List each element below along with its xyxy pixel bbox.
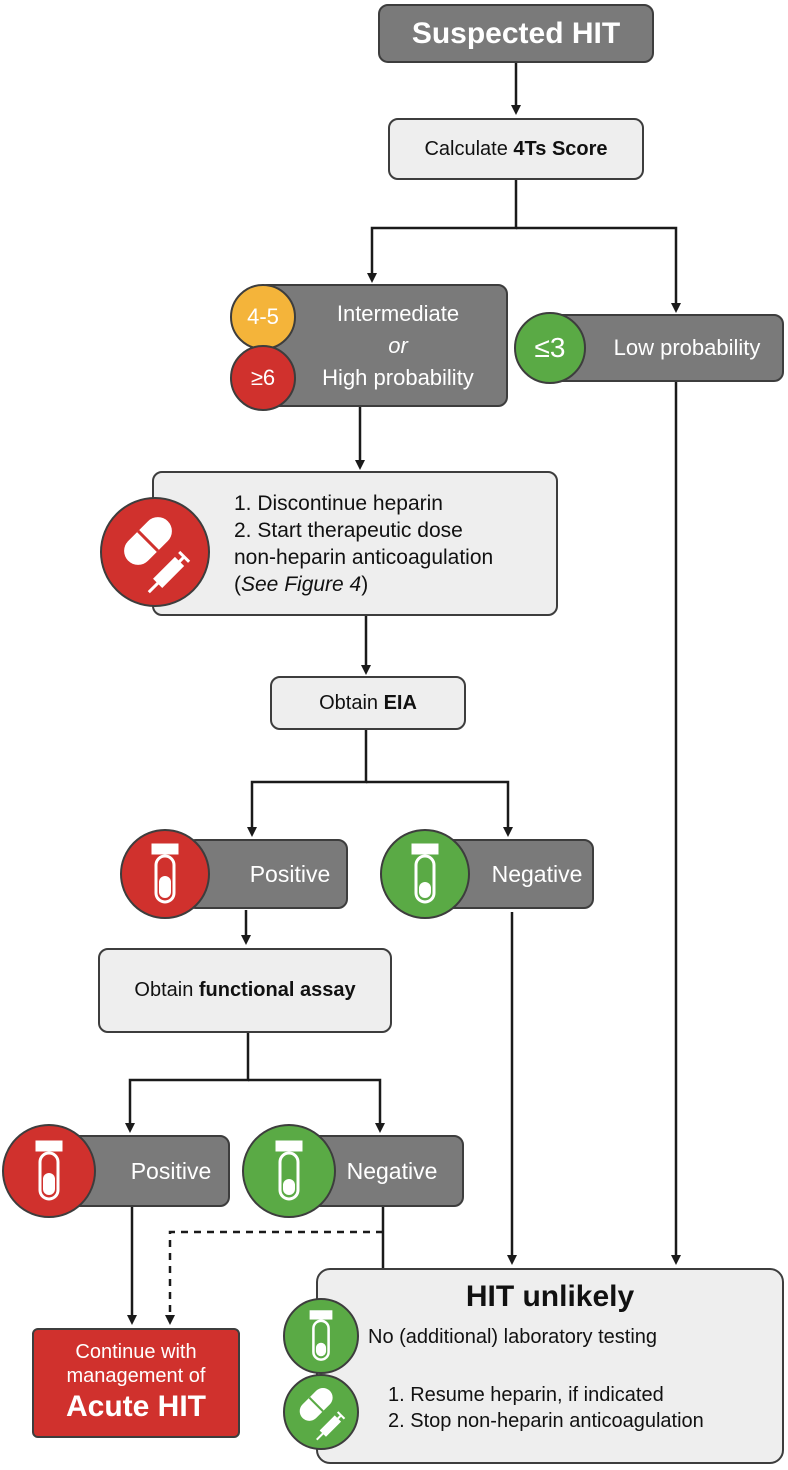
test-tube-icon <box>309 1310 333 1361</box>
acute-hit-box: Continue with management of Acute HIT <box>32 1328 240 1438</box>
discontinue-line-3: non-heparin anticoagulation <box>234 545 494 569</box>
pill-icon <box>124 517 191 594</box>
arrow-calc-to-low <box>516 226 681 313</box>
test-tube-icon <box>151 843 179 904</box>
obtain-eia-box: Obtain EIA <box>270 676 466 730</box>
fa-negative-label: Negative <box>346 1157 438 1184</box>
obtain-functional-assay-box: Obtain functional assay <box>98 948 392 1033</box>
acute-line-1: Continue with <box>75 1341 197 1363</box>
or-label: or <box>388 332 408 358</box>
pill-icon <box>299 1387 346 1441</box>
obtain-functional-bold: functional assay <box>198 979 356 1001</box>
acute-line-2: management of <box>66 1365 206 1387</box>
no-testing-tube-badge <box>283 1298 359 1374</box>
discontinue-line-4-close: ) <box>361 572 369 596</box>
score-3-badge: ≤3 <box>514 312 586 384</box>
discontinue-line-1: 1. Discontinue heparin <box>234 491 443 515</box>
arrow-functional-split <box>125 1033 250 1133</box>
eia-positive-tube-badge <box>120 829 210 919</box>
calculate-4ts-box: Calculate 4Ts Score <box>388 118 644 180</box>
score-4-5-badge: 4-5 <box>230 284 296 350</box>
resume-medication-badge <box>283 1374 359 1450</box>
suspected-hit-box: Suspected HIT <box>378 4 654 63</box>
medication-icon-large <box>100 497 210 607</box>
calculate-prefix: Calculate <box>424 137 514 160</box>
discontinue-line-2: 2. Start therapeutic dose <box>234 518 463 542</box>
fa-positive-label: Positive <box>130 1157 212 1184</box>
test-tube-icon <box>275 1140 303 1201</box>
syringe-icon <box>315 1411 346 1441</box>
discontinue-heparin-box: 1. Discontinue heparin 2. Start therapeu… <box>152 471 558 616</box>
score-6-text: ≥6 <box>250 365 276 390</box>
high-probability-label: High probability <box>322 364 474 390</box>
hit-unlikely-box: HIT unlikely No (additional) laboratory … <box>316 1268 784 1464</box>
eia-negative-tube-badge <box>380 829 470 919</box>
suspected-hit-label: Suspected HIT <box>411 16 621 50</box>
test-tube-icon <box>411 843 439 904</box>
calculate-bold: 4Ts Score <box>513 137 608 160</box>
hit-unlikely-title: HIT unlikely <box>465 1280 635 1313</box>
low-probability-label: Low probability <box>613 335 761 360</box>
see-figure-4-label: See Figure 4 <box>241 572 362 596</box>
intermediate-label: Intermediate <box>336 300 460 326</box>
fa-positive-tube-badge <box>2 1124 96 1218</box>
resume-heparin-label: 1. Resume heparin, if indicated <box>388 1384 664 1406</box>
arrow-calc-split <box>367 180 518 283</box>
intermediate-high-box: Intermediate or High probability <box>258 284 508 407</box>
dashed-arrow-to-acute <box>165 1230 383 1325</box>
obtain-functional-prefix: Obtain <box>134 979 199 1001</box>
syringe-icon <box>147 550 191 594</box>
test-tube-icon <box>35 1140 63 1201</box>
fa-negative-tube-badge <box>242 1124 336 1218</box>
arrow-eia-to-negative <box>366 780 513 837</box>
eia-positive-box: Positive <box>186 839 348 909</box>
arrow-eia-split <box>247 730 368 837</box>
obtain-eia-bold: EIA <box>383 691 417 714</box>
obtain-eia-prefix: Obtain <box>319 691 384 714</box>
score-6-badge: ≥6 <box>230 345 296 411</box>
eia-negative-label: Negative <box>491 860 583 887</box>
acute-hit-label: Acute HIT <box>65 1390 206 1423</box>
score-3-text: ≤3 <box>534 332 566 363</box>
arrow-functional-to-negative <box>248 1078 385 1133</box>
no-lab-testing-label: No (additional) laboratory testing <box>368 1326 658 1348</box>
eia-positive-label: Positive <box>249 860 331 887</box>
score-4-5-text: 4-5 <box>247 304 279 329</box>
discontinue-line-4-open: ( <box>234 572 241 596</box>
stop-anticoagulation-label: 2. Stop non-heparin anticoagulation <box>388 1410 704 1432</box>
